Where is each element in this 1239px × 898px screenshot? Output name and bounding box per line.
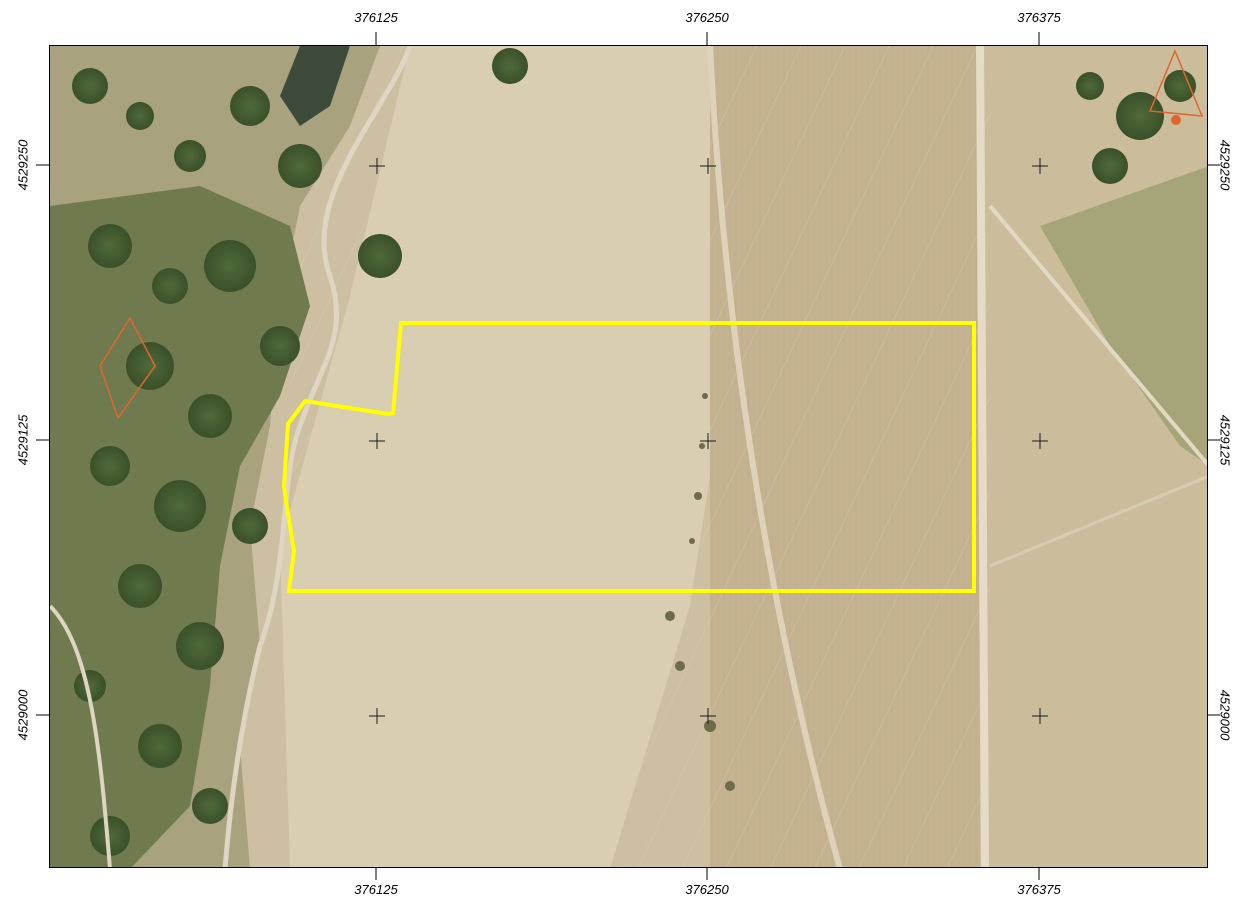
y-coord-label-right-1: 4529250 bbox=[1217, 139, 1233, 191]
y-coord-label-right-2: 4529125 bbox=[1217, 414, 1233, 466]
x-coord-label-bottom-2: 376250 bbox=[685, 882, 729, 897]
x-coord-label-top-2: 376250 bbox=[685, 10, 729, 25]
aerial-photo bbox=[50, 46, 1207, 867]
y-coord-label-left-2: 4529125 bbox=[15, 414, 31, 466]
x-coord-label-top-1: 376125 bbox=[354, 10, 398, 25]
y-coord-label-left-1: 4529250 bbox=[15, 139, 31, 191]
x-coord-label-bottom-3: 376375 bbox=[1017, 882, 1061, 897]
x-coord-label-top-3: 376375 bbox=[1017, 10, 1061, 25]
y-coord-label-left-3: 4529000 bbox=[15, 689, 31, 741]
parcel-boundary[interactable] bbox=[281, 321, 976, 593]
y-coord-label-right-3: 4529000 bbox=[1217, 689, 1233, 741]
x-coord-label-bottom-1: 376125 bbox=[354, 882, 398, 897]
map-frame[interactable] bbox=[49, 45, 1208, 868]
